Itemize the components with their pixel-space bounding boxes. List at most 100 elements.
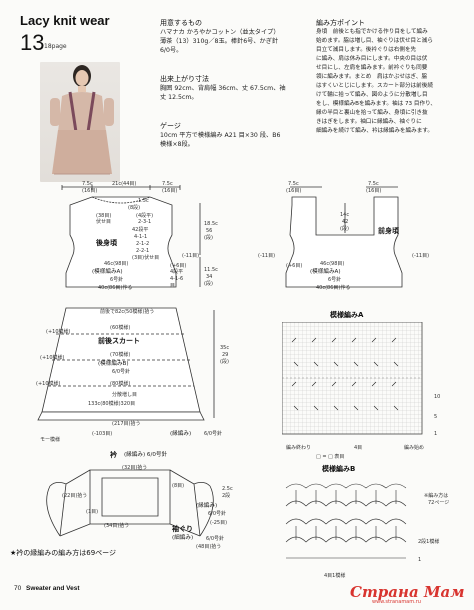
pattern-a-mark: 編み終わり	[286, 445, 312, 451]
back-body: (段)	[204, 281, 213, 287]
materials-heading: 用意するもの	[160, 19, 202, 27]
points-line: に編み、肩は休み目にします。中央の目は伏	[316, 56, 428, 62]
skirt-side: (段)	[220, 359, 229, 365]
pattern-b-mark: 1	[418, 557, 422, 563]
skirt-side: 29	[222, 352, 229, 358]
collar-subtitle: (縁編み) 6/0号針	[124, 452, 168, 458]
back-dim: 7.5c	[82, 181, 93, 187]
page-reference: 18page	[44, 43, 67, 50]
front-dim: (16目)	[286, 188, 302, 194]
page-title: Lacy knit wear	[20, 13, 110, 28]
sleeve-label: 2段	[222, 493, 231, 499]
front-dim: 7.5c	[288, 181, 299, 187]
pattern-b-title: 模様編みB	[322, 465, 356, 473]
sleeve-title: 袖ぐり	[172, 525, 193, 533]
gauge-line-2: 模様×8段。	[160, 141, 194, 148]
back-dim: 7.5c	[162, 181, 173, 187]
sleeve-label: (48目)拾う	[196, 544, 222, 550]
skirt-pattern: (模様編みB)	[98, 361, 129, 367]
back-label: (3目)伏せ目	[132, 255, 160, 261]
front-bodice-diagram	[285, 186, 403, 288]
watermark-brand: Страна Мам	[350, 583, 465, 601]
sleeve-label: 2.5c	[222, 486, 233, 492]
back-side-dim: (段)	[204, 235, 213, 241]
points-line: 細編みを続けて編み、衿は縁編みを編みます。	[316, 128, 433, 134]
back-label: 1.5c	[138, 198, 149, 204]
back-body: (模様編みA)	[92, 269, 123, 275]
back-body: 11.5c	[204, 267, 218, 273]
footer-text: Sweater and Vest	[26, 585, 80, 592]
pattern-b-legend: 72ページ	[428, 500, 450, 506]
collar-label: (8目)	[172, 483, 185, 489]
back-label: 4-1-1	[134, 234, 148, 240]
sleeve-needle: 6/0号針	[206, 536, 225, 542]
footer: 70 Sweater and Vest	[14, 585, 80, 593]
skirt-row: 分散増し目	[112, 392, 138, 398]
pattern-a-mark: 編み始め	[404, 445, 425, 451]
materials-line-1: ハマナカ かろやかコットン（並太タイプ）	[160, 29, 280, 36]
skirt-row: (70模様)	[110, 352, 131, 358]
collar-label: (32目)拾う	[122, 465, 148, 471]
front-body: (+6目)	[286, 263, 303, 269]
model-photo	[40, 62, 120, 182]
front-body: (模様編みA)	[310, 269, 341, 275]
sleeve-label: 6/0号針	[208, 511, 227, 517]
back-label: 2-1-2	[136, 241, 150, 247]
skirt-title: 前後スカート	[98, 337, 140, 345]
skirt-bottom: (縁編み)	[170, 431, 192, 437]
size-heading: 出来上がり寸法	[160, 75, 209, 83]
back-body: 目	[170, 283, 176, 289]
back-bodice-diagram	[61, 185, 201, 288]
back-body: 34	[206, 274, 213, 280]
back-side-dim: 56	[206, 228, 213, 234]
collar-note: ★衿の縁編みの編み方は69ページ	[10, 549, 117, 557]
points-line: けて輪に拾って編み、図のように分散増し目	[316, 92, 428, 98]
pattern-a-grid	[282, 322, 423, 435]
skirt-bottom: 6/0号針	[204, 431, 223, 437]
pattern-a-title: 模様編みA	[330, 311, 364, 319]
points-line: 領に編みます。まとめ 肩はかぶせはぎ、脇	[316, 74, 428, 80]
collar-label: (22目)拾う	[62, 493, 88, 499]
skirt-needle: 6/0号針	[112, 369, 131, 375]
skirt-inc: (+10模様)	[36, 381, 61, 387]
points-line: 身頃 前後とも指でかける作り目をして編み	[316, 29, 428, 35]
materials-line-3: 6/0号。	[160, 47, 183, 54]
skirt-row: (80模様)	[110, 381, 131, 387]
front-dim: 7.5c	[368, 181, 379, 187]
front-label: 42	[342, 219, 349, 225]
skirt-inc: (+10模様)	[46, 329, 71, 335]
collar-label: (34目)拾う	[104, 523, 130, 529]
pattern-number: 13	[20, 30, 45, 55]
gauge-line-1: 10cm 平方で模様編み A21 目×30 段、B6	[160, 132, 281, 139]
back-body: 4-1-6	[170, 276, 184, 282]
front-body: (-11目)	[412, 253, 430, 259]
back-side-dim: 18.5c	[204, 221, 218, 227]
front-body: 6号針	[328, 277, 342, 283]
pattern-b-mark: 2段1模様	[418, 539, 440, 545]
front-label: (段)	[340, 226, 349, 232]
pattern-a-legend: □ = □ 表目	[316, 454, 345, 460]
collar-sleeve-diagram	[46, 469, 214, 537]
skirt-row: 前後で82c(50模様)拾う	[100, 309, 155, 315]
front-label: 14c	[340, 212, 350, 218]
sleeve-sub: (細編み)	[172, 535, 194, 541]
points-line: きはぎをします。袖口に縁編み、袖ぐりに	[316, 119, 422, 125]
front-body: (-11目)	[258, 253, 276, 259]
back-body: 46c(98目)	[104, 261, 129, 267]
pattern-b-chart	[285, 483, 407, 559]
points-line: 縁の半目と裏山を拾って編み、身頃に引き抜	[316, 110, 428, 116]
back-dim: (16目)	[162, 188, 178, 194]
back-body: (-11目)	[182, 253, 200, 259]
materials-line-2: 薄茶（13）310g／8玉。棒針6号、かぎ針	[160, 38, 279, 45]
points-line: せ目にし、左肩を編みます。前衿ぐりも同要	[316, 65, 428, 71]
front-dim: (16目)	[366, 188, 382, 194]
skirt-row: (60模様)	[110, 325, 131, 331]
sleeve-label: (縁編み)	[196, 503, 218, 509]
gauge-heading: ゲージ	[160, 122, 181, 130]
points-line: 始めます。脇は増し目、袖ぐりは伏せ目と減ら	[316, 38, 433, 44]
points-heading: 編み方ポイント	[316, 19, 365, 27]
sleeve-label: (-25目)	[210, 520, 228, 526]
skirt-bottom: (217目)拾う	[112, 421, 141, 427]
back-label: 2-2-1	[136, 248, 150, 254]
front-body: 46c(98目)	[320, 261, 345, 267]
